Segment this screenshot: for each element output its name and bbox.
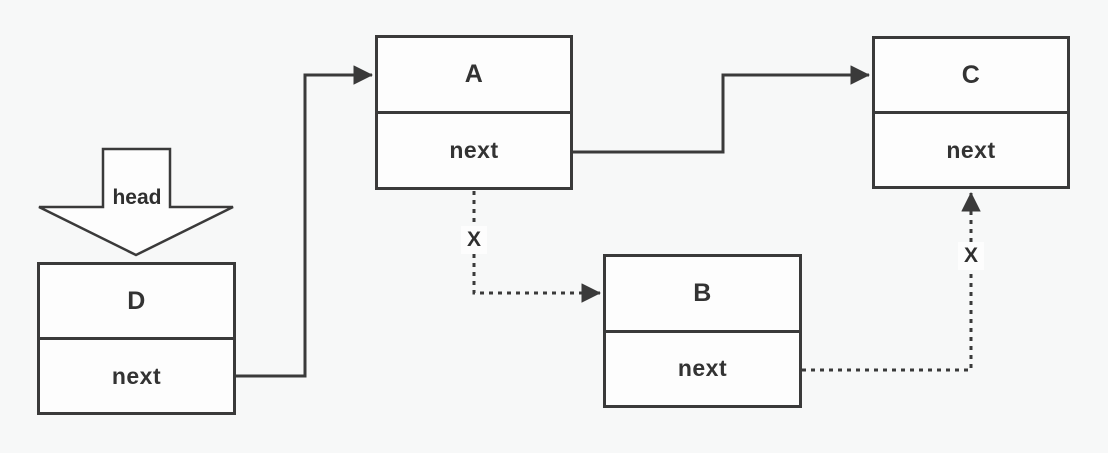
edge-b-next-to-c-dashed <box>802 192 981 372</box>
head-pointer-label: head <box>112 186 162 209</box>
node-c-value: C <box>961 60 981 89</box>
broken-link-x-mark-a-b: X <box>461 226 487 254</box>
node-d-value: D <box>127 286 146 315</box>
node-b-next-field: next <box>606 329 799 406</box>
node-b-value: B <box>693 278 712 307</box>
edge-a-next-to-b-dashed <box>472 191 601 303</box>
node-c: C next <box>872 36 1070 189</box>
edge-d-next-to-a <box>236 65 373 378</box>
node-a-value: A <box>464 60 484 88</box>
node-a: A next <box>375 35 573 190</box>
broken-link-x-mark-b-c: X <box>958 242 984 270</box>
node-c-next-field: next <box>875 111 1067 186</box>
head-arrow-icon <box>38 147 234 257</box>
node-b: B next <box>603 254 802 408</box>
node-d: D next <box>37 262 236 415</box>
node-a-next-field: next <box>378 111 570 187</box>
node-d-next-field: next <box>40 337 233 412</box>
edge-a-next-to-c <box>573 65 870 154</box>
